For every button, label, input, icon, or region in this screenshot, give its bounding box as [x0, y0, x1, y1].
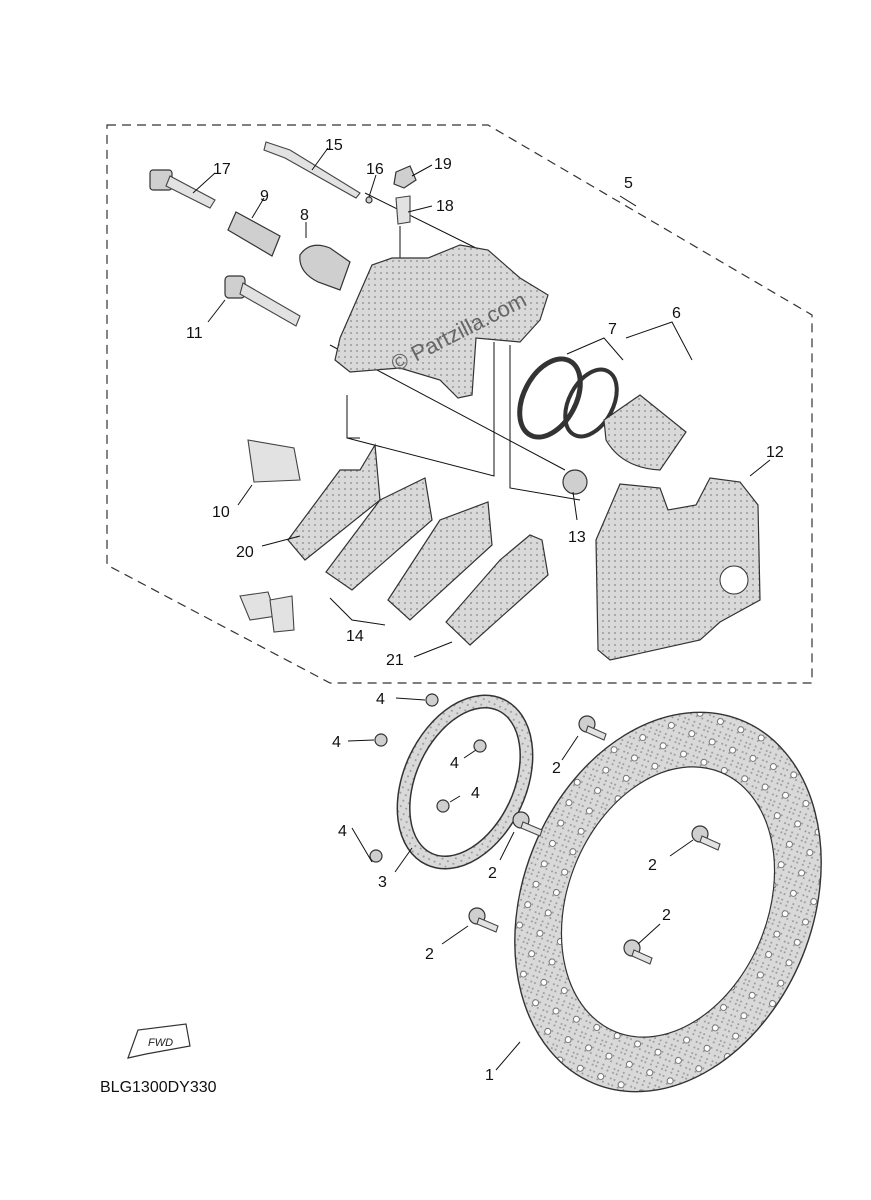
part-6-piston[interactable]	[603, 321, 693, 471]
callout-3: 3	[378, 874, 387, 891]
callout-5: 5	[624, 175, 633, 192]
callout-9: 9	[260, 188, 269, 205]
part-18-bleed-screw[interactable]	[395, 195, 433, 225]
callout-2: 2	[552, 760, 561, 777]
callout-11: 11	[186, 325, 203, 342]
callout-1: 1	[485, 1067, 494, 1084]
part-12-bracket[interactable]	[595, 459, 771, 661]
pad-shims[interactable]	[239, 591, 295, 633]
ring-screw[interactable]	[463, 739, 487, 759]
part-9-sleeve[interactable]	[227, 197, 281, 257]
callout-13: 13	[568, 529, 586, 546]
disc-bolt[interactable]	[669, 825, 721, 857]
disc-bolt[interactable]	[499, 811, 543, 861]
part-14-pads[interactable]	[325, 477, 493, 626]
part-10-pad-spring[interactable]	[237, 439, 301, 506]
callout-4: 4	[332, 734, 341, 751]
ring-screw[interactable]	[347, 733, 388, 747]
callout-15: 15	[325, 137, 343, 154]
part-21-pad[interactable]	[413, 534, 549, 658]
callout-6: 6	[672, 305, 681, 322]
callout-2: 2	[648, 857, 657, 874]
part-2-disc-bolts[interactable]	[441, 715, 721, 965]
disc-bolt[interactable]	[441, 907, 499, 945]
part-7-seals[interactable]	[507, 337, 627, 447]
callout-4: 4	[338, 823, 347, 840]
part-3-sensor-ring[interactable]	[379, 682, 551, 883]
part-11-slide-pin[interactable]	[207, 275, 301, 327]
callout-2: 2	[425, 946, 434, 963]
callout-17: 17	[213, 161, 231, 178]
fwd-label: FWD	[148, 1037, 173, 1049]
disc-bolt[interactable]	[623, 923, 661, 965]
part-13-bushing[interactable]	[562, 469, 588, 521]
callout-16: 16	[366, 161, 384, 178]
caliper-assembly-outline	[106, 124, 813, 684]
callout-8: 8	[300, 207, 309, 224]
callout-12: 12	[766, 444, 784, 461]
part-15-pin[interactable]	[263, 141, 361, 199]
callout-21: 21	[386, 652, 404, 669]
caliper-body[interactable]	[334, 244, 549, 399]
callout-2: 2	[662, 907, 671, 924]
part-19-bleed-cap[interactable]	[393, 164, 433, 189]
part-1-brake-disc[interactable]	[460, 666, 871, 1138]
callout-14: 14	[346, 628, 364, 645]
part-4-ring-screws[interactable]	[347, 693, 487, 863]
callout-7: 7	[608, 321, 617, 338]
part-20-pad[interactable]	[261, 443, 381, 561]
callout-10: 10	[212, 504, 230, 521]
fwd-arrow-icon: FWD	[127, 1023, 191, 1059]
callout-19: 19	[434, 156, 452, 173]
part-16-clip[interactable]	[365, 174, 377, 204]
assembly-guide-lines	[329, 192, 581, 501]
callout-2: 2	[488, 865, 497, 882]
disc-bolt[interactable]	[561, 715, 607, 761]
callout-20: 20	[236, 544, 254, 561]
ring-screw[interactable]	[351, 827, 383, 863]
callout-18: 18	[436, 198, 454, 215]
part-8-boot[interactable]	[299, 222, 351, 291]
ring-screw[interactable]	[436, 795, 461, 813]
part-5-leader	[619, 195, 637, 207]
diagram-code: BLG1300DY330	[100, 1079, 217, 1096]
ring-screw[interactable]	[395, 693, 439, 707]
callout-4: 4	[450, 755, 459, 772]
callout-4: 4	[376, 691, 385, 708]
part-17-bolt[interactable]	[149, 169, 216, 209]
callout-4: 4	[471, 785, 480, 802]
